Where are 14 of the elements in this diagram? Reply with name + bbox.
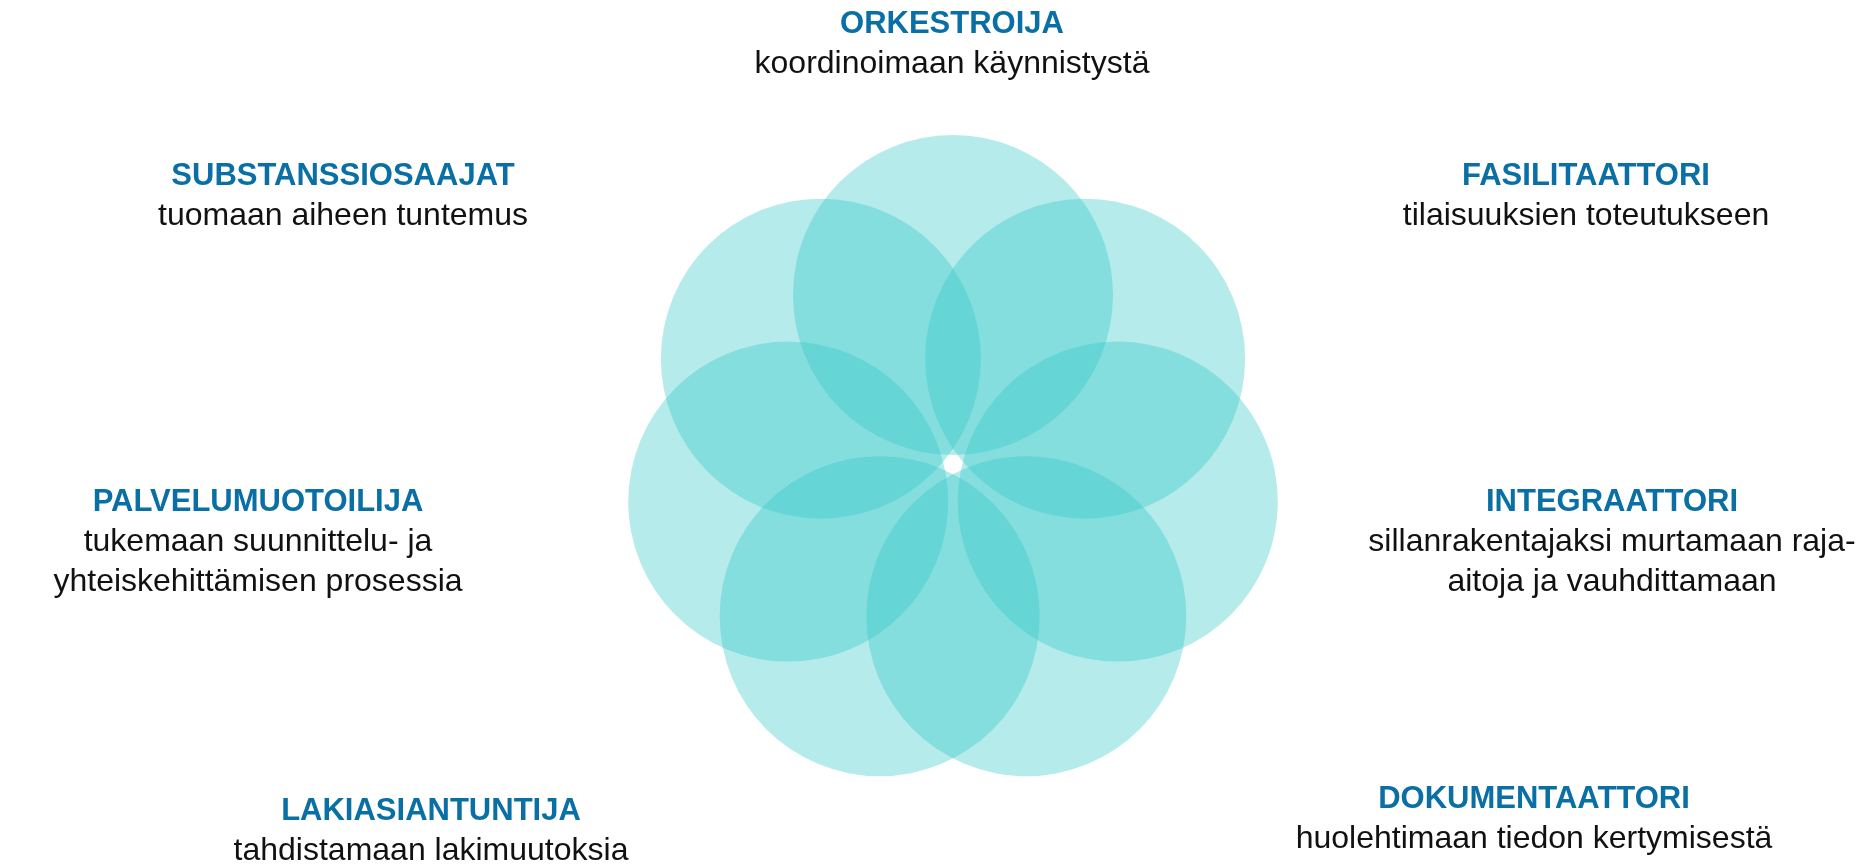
role-title: LAKIASIANTUNTIJA — [281, 791, 581, 829]
role-title: PALVELUMUOTOILIJA — [92, 482, 424, 520]
role-title: FASILITAATTORI — [1462, 156, 1710, 194]
role-description: tilaisuuksien toteutukseen — [1401, 195, 1771, 234]
role-title: DOKUMENTAATTORI — [1378, 779, 1690, 817]
role-title: SUBSTANSSIOSAAJAT — [171, 156, 515, 194]
role-description: huolehtimaan tiedon kertymisestä — [1294, 818, 1774, 857]
role-title: ORKESTROIJA — [840, 4, 1064, 42]
role-description: koordinoimaan käynnistystä — [753, 43, 1151, 82]
role-title: INTEGRAATTORI — [1486, 482, 1738, 520]
role-description: tahdistamaan lakimuutoksia — [232, 830, 630, 866]
role-description: tuomaan aiheen tuntemus — [157, 195, 529, 234]
role-description: sillanrakentajaksi murtamaan raja-aitoja ja vauhdittamaan — [1367, 521, 1857, 600]
role-description: tukemaan suunnittelu- ja yhteiskehittämisen prosessia — [52, 521, 464, 600]
